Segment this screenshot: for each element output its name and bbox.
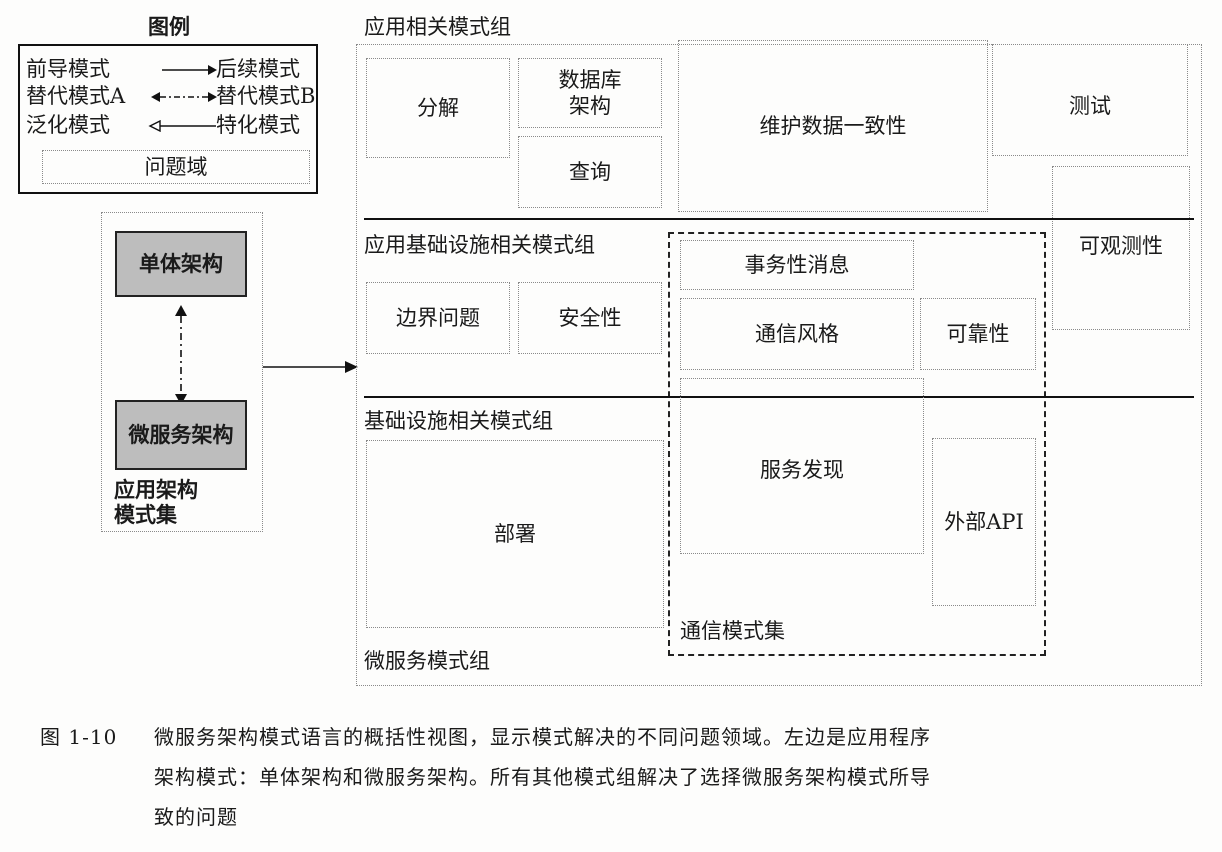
data-consistency-pattern: 维护数据一致性 bbox=[678, 40, 988, 212]
microservice-group-label: 微服务模式组 bbox=[364, 649, 490, 673]
app-architecture-set-label-line1: 应用架构 bbox=[114, 477, 198, 502]
database-architecture-line1: 数据库 bbox=[558, 68, 622, 92]
generalization-arrow-icon bbox=[148, 120, 216, 132]
testing-pattern: 测试 bbox=[992, 44, 1188, 156]
service-discovery-pattern: 服务发现 bbox=[680, 378, 924, 554]
legend-alternative-a-label: 替代模式A bbox=[26, 84, 126, 108]
application-group-title: 应用相关模式组 bbox=[364, 15, 511, 39]
caption-line2: 架构模式：单体架构和微服务架构。所有其他模式组解决了选择微服务架构模式所导 bbox=[154, 765, 931, 789]
legend-title: 图例 bbox=[148, 14, 190, 39]
communication-set-label: 通信模式集 bbox=[680, 619, 785, 643]
alternative-arrow-icon bbox=[175, 305, 187, 405]
monolith-architecture: 单体架构 bbox=[115, 231, 247, 297]
transactional-messaging-pattern: 事务性消息 bbox=[680, 240, 914, 290]
app-architecture-set: 单体架构 微服务架构 应用架构 模式集 bbox=[101, 212, 263, 532]
decomposition-pattern: 分解 bbox=[366, 58, 510, 158]
legend-problem-domain: 问题域 bbox=[42, 150, 310, 184]
external-api-pattern: 外部API bbox=[932, 438, 1036, 606]
alternative-arrow-icon bbox=[151, 92, 217, 102]
microservice-architecture: 微服务架构 bbox=[115, 400, 247, 470]
database-architecture-pattern: 数据库 架构 bbox=[518, 58, 662, 128]
security-pattern: 安全性 bbox=[518, 282, 662, 354]
caption-line1: 微服务架构模式语言的概括性视图，显示模式解决的不同问题领域。左边是应用程序 bbox=[154, 725, 931, 749]
legend-specialization-label: 特化模式 bbox=[216, 113, 300, 137]
reliability-pattern: 可靠性 bbox=[920, 298, 1036, 370]
app-infrastructure-group-title: 应用基础设施相关模式组 bbox=[364, 233, 595, 257]
infrastructure-group-title: 基础设施相关模式组 bbox=[364, 409, 553, 433]
database-architecture-line2: 架构 bbox=[569, 94, 611, 118]
microservice-pattern-group bbox=[356, 44, 1202, 686]
app-architecture-set-label-line2: 模式集 bbox=[114, 502, 177, 527]
group-divider bbox=[364, 218, 1194, 220]
legend-successor-label: 后续模式 bbox=[216, 57, 300, 81]
deployment-pattern: 部署 bbox=[366, 440, 664, 628]
observability-pattern: 可观测性 bbox=[1052, 166, 1190, 330]
legend-generalization-label: 泛化模式 bbox=[26, 113, 110, 137]
successor-arrow-icon bbox=[263, 361, 358, 373]
boundary-pattern: 边界问题 bbox=[366, 282, 510, 354]
group-divider bbox=[364, 396, 1194, 398]
legend-box: 前导模式 后续模式 替代模式A 替代模式B 泛化模式 特化模式 问题域 bbox=[18, 44, 318, 194]
caption-line3: 致的问题 bbox=[154, 805, 238, 829]
communication-style-pattern: 通信风格 bbox=[680, 298, 914, 370]
successor-arrow-icon bbox=[162, 65, 217, 75]
communication-pattern-set bbox=[668, 232, 1046, 656]
legend-alternative-b-label: 替代模式B bbox=[216, 84, 316, 108]
legend-predecessor-label: 前导模式 bbox=[26, 57, 110, 81]
query-pattern: 查询 bbox=[518, 136, 662, 208]
figure-number: 图 1-10 bbox=[40, 725, 118, 749]
